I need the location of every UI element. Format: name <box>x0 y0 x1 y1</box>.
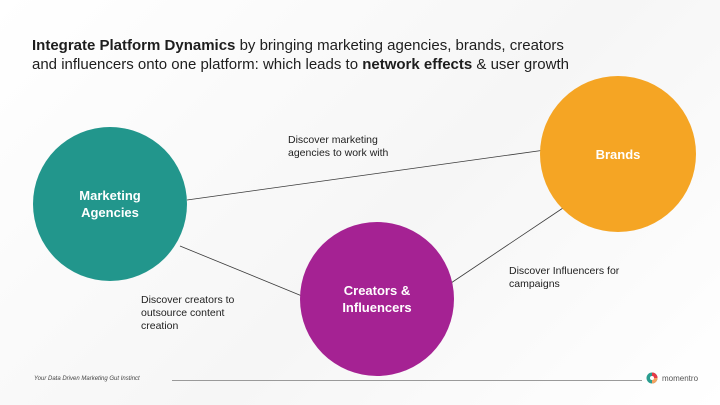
node-label-marketing-agencies: Marketing Agencies <box>79 188 141 220</box>
node-label-creators-influencers: Creators & Influencers <box>342 283 412 315</box>
node-label-brands: Brands <box>595 146 641 162</box>
footer-divider <box>172 380 642 381</box>
heading-bold-1: Integrate Platform Dynamics <box>32 37 236 54</box>
heading-text-2: by bringing marketing agencies, brands, … <box>32 37 564 73</box>
edge-creators-brands <box>450 207 564 284</box>
edge-label-agencies-creators: Discover creators to outsource content c… <box>141 294 235 332</box>
logo-wordmark: momentro <box>662 373 699 383</box>
heading-text-4: & user growth <box>472 56 569 73</box>
momentro-logo-icon <box>646 372 658 384</box>
node-marketing-agencies: Marketing Agencies <box>33 127 187 281</box>
heading-bold-3: network effects <box>362 56 473 73</box>
edge-label-creators-brands: Discover Influencers for campaigns <box>509 265 620 290</box>
footer-tagline: Your Data Driven Marketing Gut Instinct <box>34 376 140 382</box>
slide-heading: Integrate Platform Dynamics by bringing … <box>32 36 592 74</box>
edge-agencies-brands <box>186 149 546 201</box>
edge-label-agencies-brands: Discover marketing agencies to work with <box>288 134 389 159</box>
node-creators-influencers: Creators & Influencers <box>300 222 454 376</box>
brand-logo: momentro <box>646 371 698 385</box>
edge-agencies-creators <box>179 245 303 297</box>
node-brands: Brands <box>540 76 696 232</box>
